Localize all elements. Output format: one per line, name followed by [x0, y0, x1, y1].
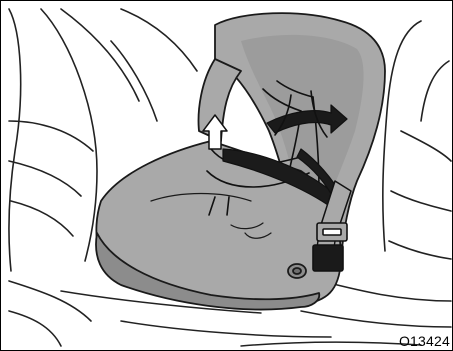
vehicle-seat-right — [383, 21, 451, 259]
buckle-icon — [313, 223, 347, 271]
figure-code: O13424 — [399, 334, 450, 348]
